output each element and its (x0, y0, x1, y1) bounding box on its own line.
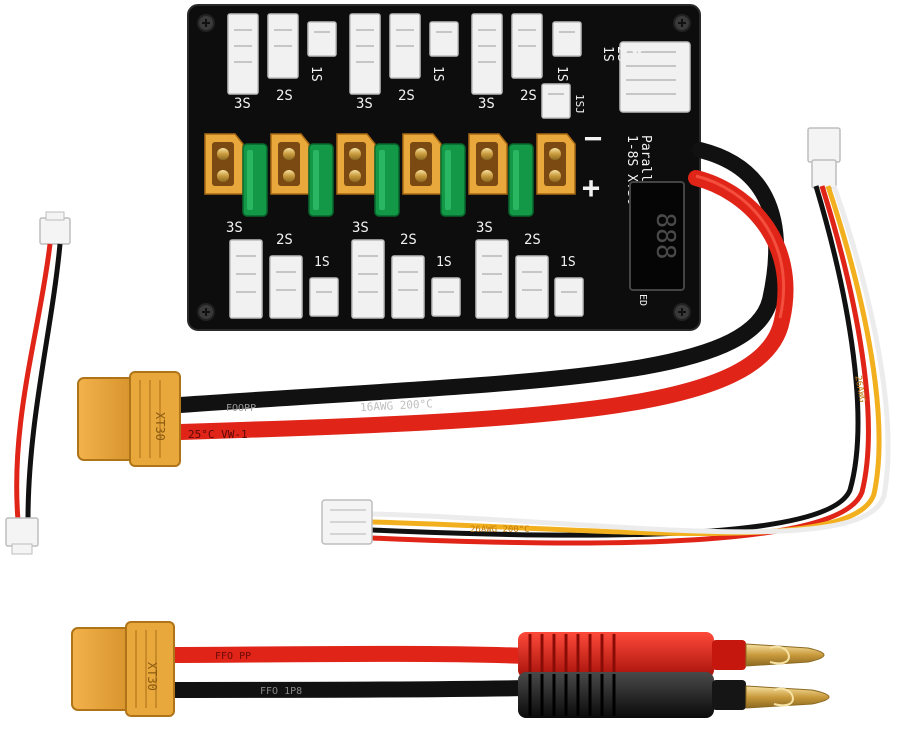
label-top-3s-c: 3S (478, 96, 495, 112)
label-bottom-3s-c: 3S (476, 220, 493, 236)
xt30-main-lead: 16AWG 200°C FOOPP 25°C VW-1 XT30 (77, 142, 794, 467)
screw-icon (196, 302, 216, 322)
red-banana-plug (518, 632, 825, 678)
xt30-connector-bottom: XT30 (71, 621, 175, 717)
screw-icon (196, 13, 216, 33)
label-side-1s: 1S (600, 46, 615, 62)
label-bottom-3s-a: 3S (226, 220, 243, 236)
label-top-3s-b: 3S (356, 96, 373, 112)
small-balance-lead (5, 211, 71, 555)
main-wire-print-left: FOOPP (226, 403, 256, 414)
label-top-2s-b: 2S (398, 88, 415, 104)
label-bottom-1s-c: 1S (560, 255, 576, 270)
led-label: ED (637, 294, 648, 306)
voltage-display: 888 (629, 181, 685, 291)
label-side-1sj: 1SJ (573, 94, 586, 114)
banana-wire-print-black: FFO 1P8 (260, 686, 302, 697)
label-bottom-1s-b: 1S (436, 255, 452, 270)
bottom-balance-sockets (229, 239, 584, 319)
label-bottom-1s-a: 1S (314, 255, 330, 270)
screw-icon (672, 302, 692, 322)
label-bottom-3s-b: 3S (352, 220, 369, 236)
banana-lead: FFO PP FFO 1P8 XT30 (71, 621, 830, 718)
three-wire-balance-lead: 26AWG 200°C 26AWG (321, 127, 891, 546)
main-wire-print-red: 25°C VW-1 (188, 428, 248, 441)
main-wire-print: 16AWG 200°C (360, 397, 433, 414)
banana-wire-print-red: FFO PP (215, 651, 251, 662)
black-banana-plug (518, 672, 830, 718)
label-top-3s-a: 3S (234, 96, 251, 112)
xt30-mark-bottom: XT30 (145, 662, 159, 691)
display-digits: 888 (650, 213, 680, 260)
label-bottom-2s-c: 2S (524, 232, 541, 248)
balance-wire-print-side: 26AWG (852, 375, 867, 403)
label-bottom-2s-a: 2S (276, 232, 293, 248)
label-bottom-2s-b: 2S (400, 232, 417, 248)
label-side-3s: 3S (628, 46, 643, 62)
label-top-1s-b: 1S (430, 66, 445, 82)
label-top-1s-c: 1S (554, 66, 569, 82)
xt30-mark-left: XT30 (153, 412, 167, 441)
minus-sign: − (584, 121, 602, 156)
plus-sign: + (582, 171, 600, 206)
screw-icon (672, 13, 692, 33)
xt30-socket-row (204, 133, 576, 195)
label-top-1s-a: 1S (308, 66, 323, 82)
parallel-board: 1S 3S 2S 1S 3S 2S 1S 3S 2S 1S 2S 3S 1SJ (187, 4, 701, 331)
label-side-2s: 2S (614, 46, 629, 62)
label-top-2s-a: 2S (276, 88, 293, 104)
label-top-2s-c: 2S (520, 88, 537, 104)
xt30-connector-left: XT30 (77, 371, 181, 467)
fuse-row (242, 143, 534, 217)
balance-wire-print: 26AWG 200°C (470, 525, 530, 535)
